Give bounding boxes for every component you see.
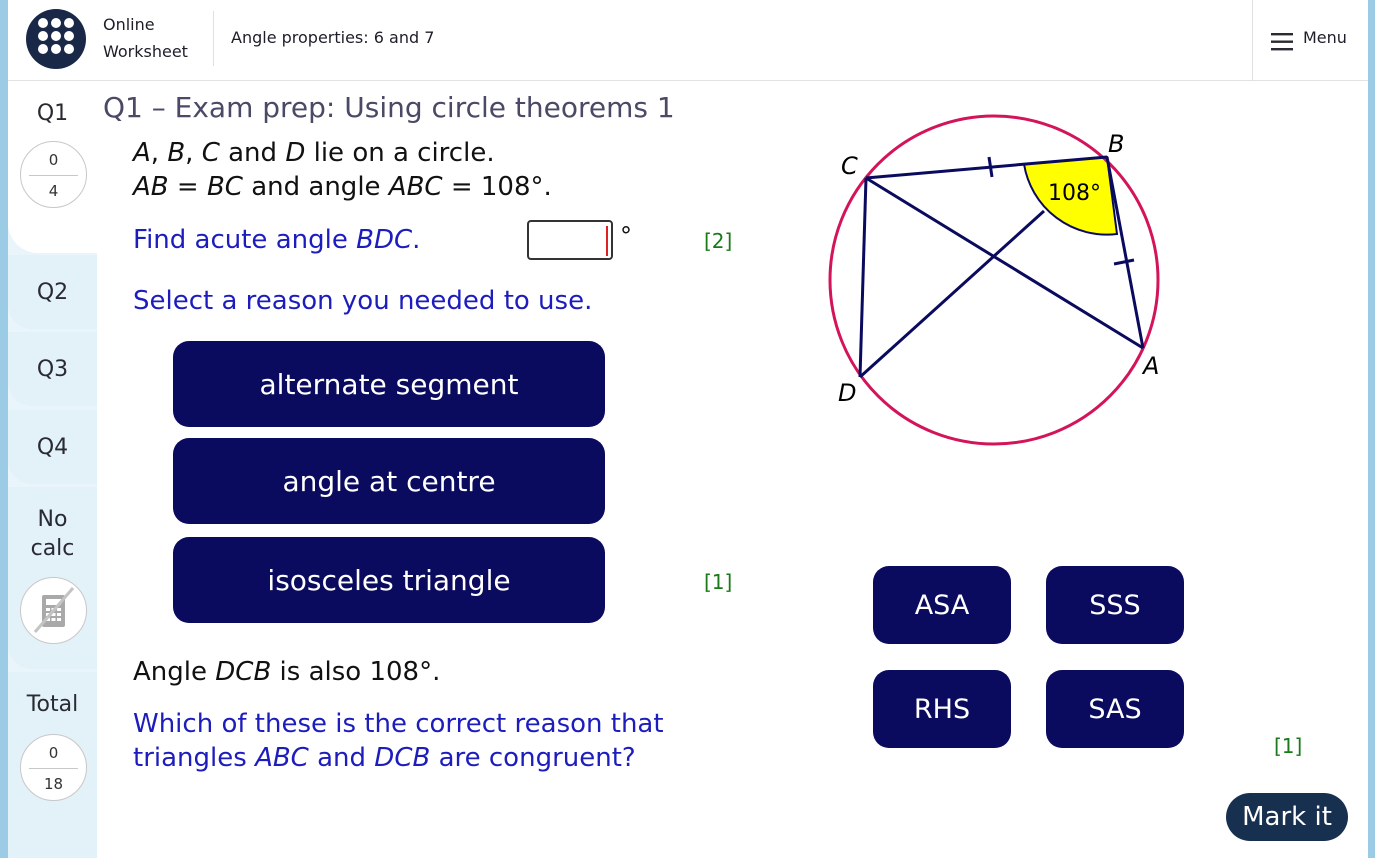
worksheet-title: Angle properties: 6 and 7 (231, 28, 435, 47)
menu-label: Menu (1303, 28, 1347, 47)
tick-mark-cb (987, 156, 994, 178)
no-calculator-icon (20, 577, 87, 644)
chord-db (858, 209, 1046, 379)
chord-ba (1105, 156, 1145, 349)
total-label: Total (26, 692, 79, 717)
brand-line-1: Online (103, 15, 155, 34)
angle-abc-sector (1022, 155, 1119, 236)
total-max-score: 18 (43, 775, 64, 793)
sidebar-item-label: Q4 (36, 435, 69, 460)
find-angle-prompt: Find acute angle BDC. (133, 225, 421, 255)
point-label-c: C (841, 152, 858, 180)
sidebar-item-q2[interactable]: Q2 (8, 255, 97, 329)
total-score: 0 (48, 744, 59, 762)
find-angle-marks: [2] (704, 229, 733, 253)
tick-mark-ba (1113, 258, 1135, 266)
congruence-marks: [1] (1274, 734, 1303, 758)
sidebar-item-label: Q1 (36, 101, 69, 126)
circle (828, 114, 1160, 446)
chord-ca (865, 176, 1144, 350)
sidebar-item-q1[interactable]: Q1 0 4 (8, 81, 97, 253)
congruence-prompt-line-2: triangles ABC and DCB are congruent? (133, 743, 636, 773)
reason-option-alternate-segment[interactable]: alternate segment (173, 341, 605, 427)
reason-marks: [1] (704, 570, 733, 594)
left-edge-strip (0, 0, 8, 858)
sidebar-item-q3[interactable]: Q3 (8, 332, 97, 406)
brand-line-2: Worksheet (103, 42, 188, 61)
chord-cd (858, 177, 868, 378)
angle-answer-input[interactable] (527, 220, 613, 260)
top-header: Online Worksheet Angle properties: 6 and… (8, 0, 1368, 81)
congruence-option-sss[interactable]: SSS (1046, 566, 1184, 644)
reason-option-angle-at-centre[interactable]: angle at centre (173, 438, 605, 524)
question-title: Q1 – Exam prep: Using circle theorems 1 (103, 91, 675, 124)
q1-score-badge: 0 4 (20, 141, 87, 208)
sidebar-item-q4[interactable]: Q4 (8, 410, 97, 484)
circle-theorem-diagram: 108° C B A D (828, 114, 1160, 446)
sidebar-item-label: Q2 (36, 280, 69, 305)
header-divider (213, 11, 214, 66)
angle-label: 108° (1048, 181, 1101, 206)
point-label-d: D (838, 379, 856, 407)
q1-max-score: 4 (48, 182, 59, 200)
chord-cb (865, 155, 1108, 180)
angle-dcb-statement: Angle DCB is also 108°. (133, 657, 441, 687)
no-calc-line-2: calc (30, 536, 75, 561)
congruence-option-rhs[interactable]: RHS (873, 670, 1011, 748)
hamburger-icon (1271, 33, 1293, 51)
reason-option-isosceles-triangle[interactable]: isosceles triangle (173, 537, 605, 623)
menu-button[interactable]: Menu (1270, 24, 1347, 58)
brand-name: Online Worksheet (103, 11, 188, 65)
right-edge-strip (1368, 0, 1375, 858)
app-logo-icon[interactable] (26, 9, 86, 69)
header-divider-right (1252, 0, 1253, 81)
q1-score: 0 (48, 151, 59, 169)
point-label-a: A (1141, 352, 1159, 380)
given-line-1: A, B, C and D lie on a circle. (133, 138, 495, 168)
point-label-b: B (1108, 130, 1124, 158)
congruence-prompt-line-1: Which of these is the correct reason tha… (133, 709, 664, 739)
sidebar-item-total: Total 0 18 (8, 672, 97, 858)
degree-symbol: ° (620, 222, 632, 250)
congruence-option-asa[interactable]: ASA (873, 566, 1011, 644)
sidebar-item-label: Q3 (36, 357, 69, 382)
congruence-option-sas[interactable]: SAS (1046, 670, 1184, 748)
total-score-badge: 0 18 (20, 734, 87, 801)
no-calc-line-1: No (37, 507, 68, 532)
given-line-2: AB = BC and angle ABC = 108°. (133, 172, 552, 202)
mark-it-button[interactable]: Mark it (1226, 793, 1348, 841)
reason-prompt: Select a reason you needed to use. (133, 286, 593, 316)
sidebar-item-no-calc[interactable]: No calc (8, 487, 97, 669)
